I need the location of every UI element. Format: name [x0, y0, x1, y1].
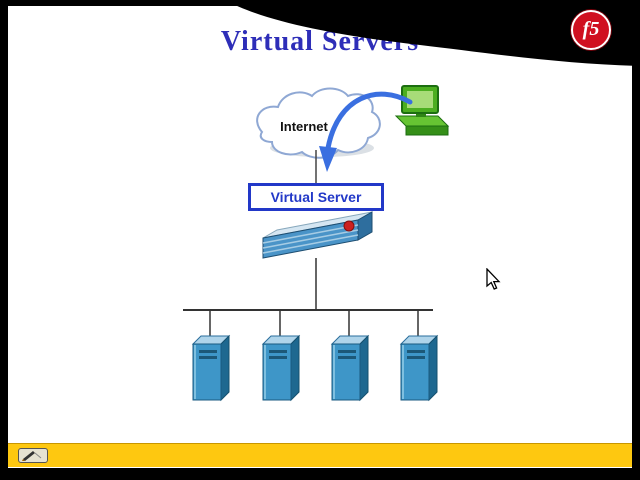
f5-logo-text: f5: [582, 17, 600, 40]
network-bus: [183, 309, 433, 340]
virtual-server-box: Virtual Server: [248, 183, 384, 211]
traffic-arrow-icon: [319, 91, 413, 172]
f5-appliance-icon: [262, 211, 373, 259]
appliance-f5-badge: [343, 220, 355, 232]
presentation-slide: [8, 6, 632, 468]
server-tower: [192, 335, 230, 401]
footer-bar: [8, 443, 632, 467]
f5-logo: f5: [571, 10, 611, 50]
server-tower: [331, 335, 369, 401]
server-tower: [400, 335, 438, 401]
annotation-pen-button[interactable]: [18, 448, 48, 463]
client-computer-icon: [394, 85, 450, 136]
server-tower: [262, 335, 300, 401]
pen-icon: [22, 451, 42, 461]
internet-label: Internet: [280, 119, 328, 134]
